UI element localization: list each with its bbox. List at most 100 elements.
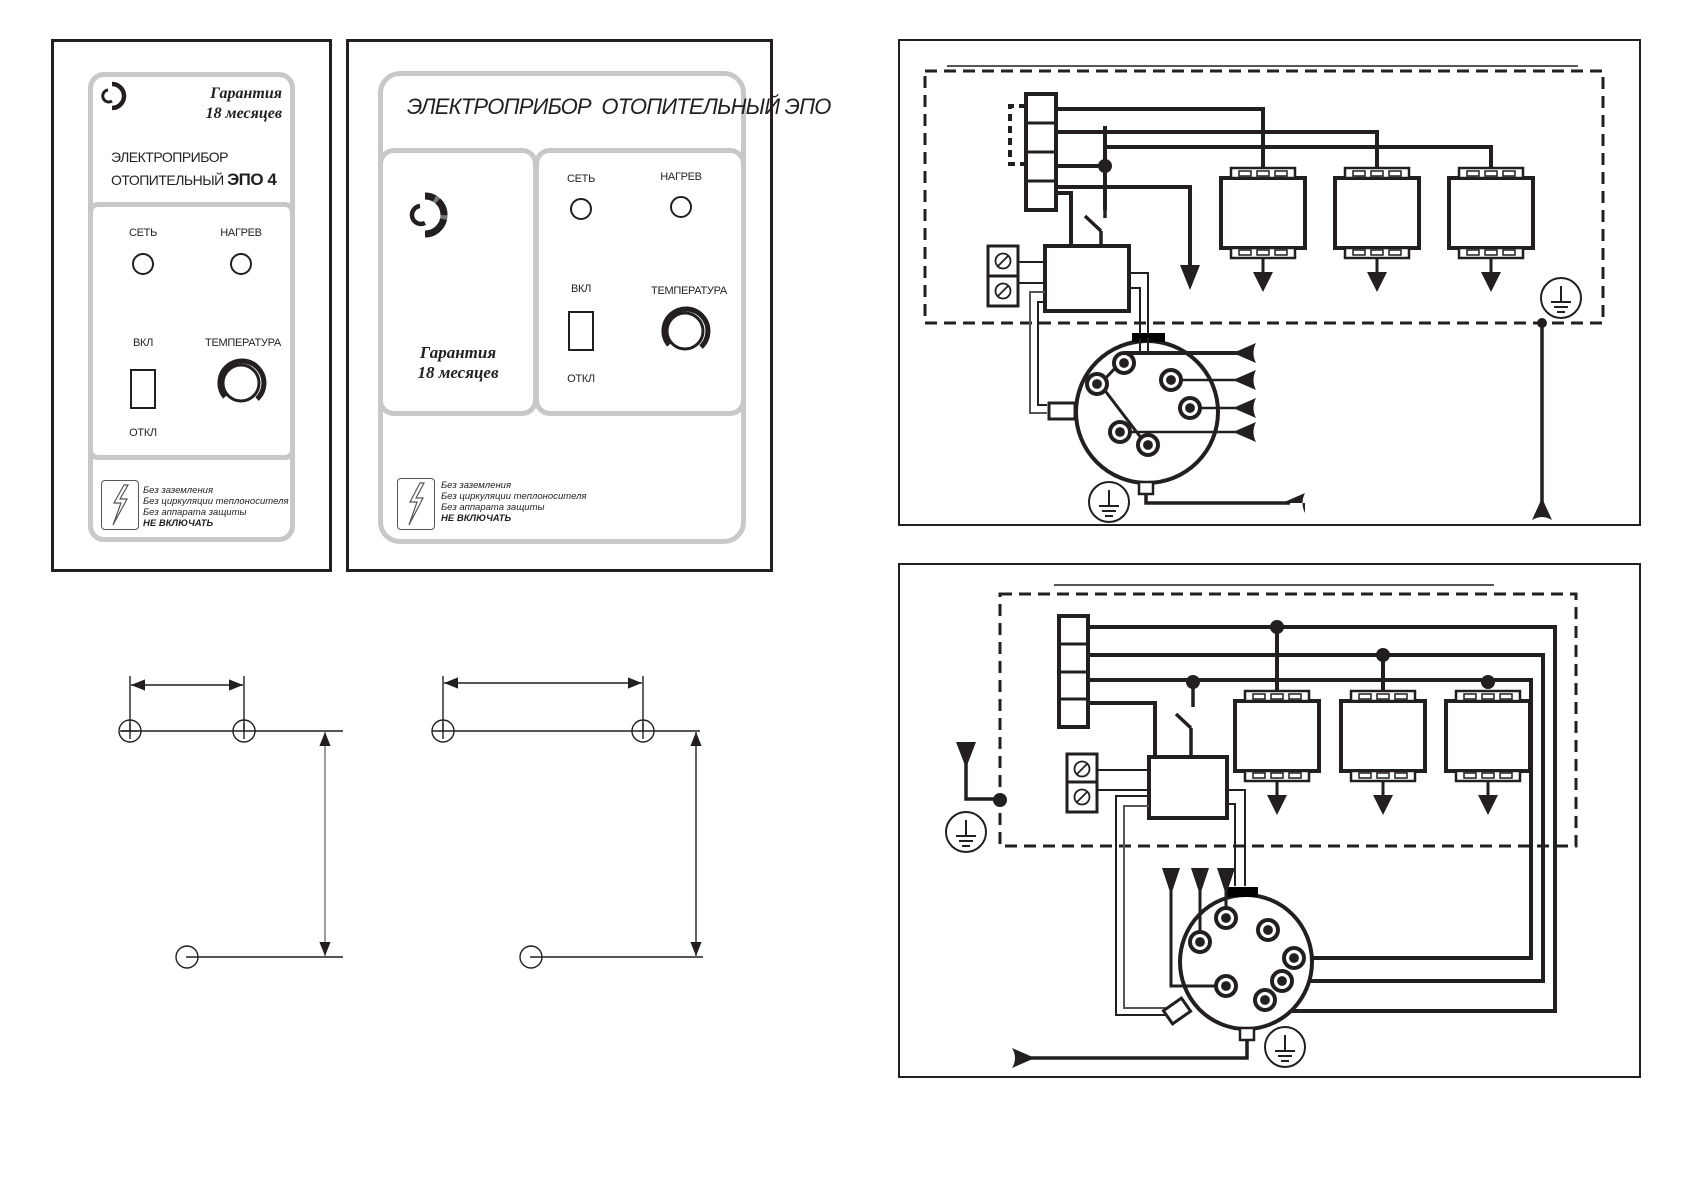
temperature-knob[interactable] xyxy=(215,357,267,409)
warranty-line-2: 18 месяцев xyxy=(417,363,499,382)
power-rocker-switch[interactable] xyxy=(130,369,156,409)
junction-dot xyxy=(1270,620,1284,634)
product-title-line-1: ЭЛЕКТРОПРИБОР xyxy=(111,149,228,165)
diagram-stroke xyxy=(1088,653,1545,983)
thermostat-switch xyxy=(1174,682,1195,758)
ground-symbol-icon xyxy=(945,811,987,853)
ground-arrow xyxy=(1012,1048,1035,1068)
diagram-stroke xyxy=(1233,422,1256,442)
diagram-stroke xyxy=(1056,191,1073,246)
junction-dot xyxy=(993,793,1007,807)
power-rocker-switch[interactable] xyxy=(568,311,594,351)
diagram-stroke xyxy=(1103,126,1493,210)
diagram-stroke xyxy=(101,88,113,104)
warning-line-1: Без заземления xyxy=(441,480,512,491)
warning-do-not-switch-on: НЕ ВКЛЮЧАТЬ xyxy=(143,518,214,529)
lightning-hazard-icon xyxy=(112,484,130,526)
ground-arrow xyxy=(1282,493,1305,513)
switch-off-label: ОТКЛ xyxy=(129,427,157,439)
switch-on-label: ВКЛ xyxy=(570,283,592,295)
diagram-stroke xyxy=(1217,868,1235,895)
diagram-stroke xyxy=(1115,795,1166,1016)
temperature-sensor-block xyxy=(1227,887,1258,897)
temperature-label: ТЕМПЕРАТУРА xyxy=(205,337,281,349)
control-area-small: СЕТЬ НАГРЕВ ВКЛ ТЕМПЕРАТУРА ОТКЛ xyxy=(88,202,295,460)
diagram-stroke xyxy=(424,192,448,238)
diagram-stroke xyxy=(1129,272,1149,338)
diagram-stroke xyxy=(409,203,427,227)
mount-hole xyxy=(175,945,199,969)
lamp-heat-indicator xyxy=(670,196,692,218)
diagram-stroke xyxy=(1162,868,1180,895)
lamp-heat-indicator xyxy=(230,253,252,275)
supply-arrows xyxy=(1162,868,1235,895)
heater-pin xyxy=(1282,946,1306,970)
diagram-frame xyxy=(898,39,1641,526)
control-unit xyxy=(1147,755,1229,820)
warning-line-2: Без циркуляции теплоносителя xyxy=(143,496,289,507)
warranty-line-1: Гарантия xyxy=(419,343,497,362)
pe-arrow xyxy=(956,742,976,768)
device-enclosure-dashed xyxy=(923,69,1605,325)
diagram-stroke xyxy=(1174,712,1193,730)
diagram-stroke xyxy=(1056,130,1379,168)
pe-wire xyxy=(964,750,1000,801)
diagram-stroke xyxy=(1056,185,1192,275)
hazard-icon-box xyxy=(397,478,435,530)
diagram-stroke xyxy=(1191,868,1209,895)
diagram-stroke xyxy=(665,311,705,351)
diagram-stroke xyxy=(1088,701,1157,758)
logo-warranty-area: Гарантия 18 месяцев xyxy=(378,148,538,416)
diagram-stroke xyxy=(217,358,267,401)
front-panel-large-frame: ЭЛЕКТРОПРИБОР ОТОПИТЕЛЬНЫЙ ЭПО Гарантия … xyxy=(346,39,831,572)
ground-wire xyxy=(1030,1040,1249,1060)
diagram-stroke xyxy=(1088,625,1557,1013)
diagram-stroke xyxy=(1169,872,1225,988)
ground-wire xyxy=(1144,494,1290,505)
lamp-power-label: СЕТЬ xyxy=(566,173,596,185)
contactor-1 xyxy=(1233,689,1321,817)
control-wires xyxy=(1018,261,1149,414)
product-title: ЭЛЕКТРОПРИБОР ОТОПИТЕЛЬНЫЙ ЭПО xyxy=(407,94,831,119)
control-unit xyxy=(1043,244,1131,313)
diagram-stroke xyxy=(111,81,127,111)
diagram-frame xyxy=(898,563,1641,1078)
junction-dot xyxy=(1098,159,1112,173)
warning-text: Без заземления Без циркуляции теплоносит… xyxy=(143,485,293,529)
temperature-label: ТЕМПЕРАТУРА xyxy=(651,285,727,297)
lightning-hazard-icon xyxy=(408,482,425,526)
lamp-heat-label: НАГРЕВ xyxy=(660,171,702,183)
warning-text: Без заземления Без циркуляции теплоносит… xyxy=(441,480,641,524)
lamp-power-label: СЕТЬ xyxy=(128,227,158,239)
heater-pin xyxy=(1214,974,1238,998)
lamp-heat-label: НАГРЕВ xyxy=(220,227,262,239)
diagram-stroke xyxy=(1029,291,1047,414)
diagram-stroke xyxy=(221,363,261,403)
heater-pin xyxy=(1270,969,1294,993)
diagram-stroke xyxy=(661,306,711,349)
diagram-stroke xyxy=(1233,398,1256,418)
hazard-icon-box xyxy=(101,480,139,530)
heater-pin xyxy=(1214,906,1238,930)
warning-line-3: Без аппарата защиты xyxy=(143,507,247,518)
diagram-stroke xyxy=(1088,678,1533,960)
terminal-block xyxy=(1057,614,1090,729)
contactor-3 xyxy=(1444,689,1532,817)
device-enclosure-dashed xyxy=(998,592,1578,848)
temperature-knob[interactable] xyxy=(659,305,711,357)
diagram-stroke xyxy=(1227,803,1236,886)
diagram-stroke xyxy=(1123,805,1166,1009)
company-logo-icon xyxy=(409,192,448,238)
front-panel-small-frame: Гарантия 18 месяцев ЭЛЕКТРОПРИБОР ОТОПИТ… xyxy=(51,39,332,572)
switch-off-label: ОТКЛ xyxy=(567,373,595,385)
pe-arrow xyxy=(1532,498,1552,520)
diagram-stroke xyxy=(112,484,130,526)
diagram-stroke xyxy=(1129,287,1141,338)
thermal-fuse xyxy=(1047,401,1077,421)
lamp-power-indicator xyxy=(132,253,154,275)
switch-on-label: ВКЛ xyxy=(132,337,154,349)
mount-hole xyxy=(519,945,543,969)
ground-symbol-icon xyxy=(1264,1026,1306,1068)
